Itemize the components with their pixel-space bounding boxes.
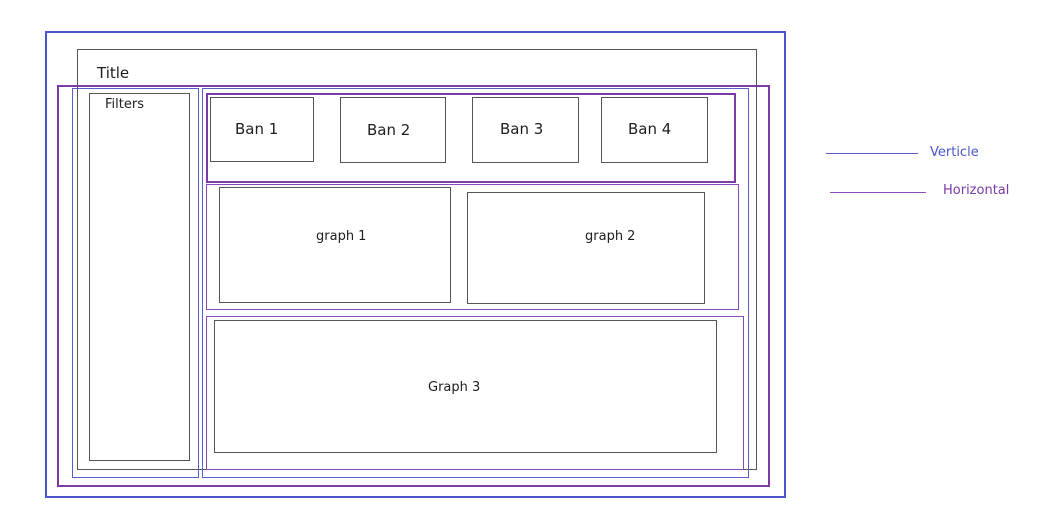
filters-panel xyxy=(89,93,190,461)
graph-1-label: graph 1 xyxy=(316,229,367,244)
graph-row-container xyxy=(206,184,739,310)
ban-4-box xyxy=(601,97,708,163)
ban-2-label: Ban 2 xyxy=(367,121,411,139)
ban-3-box xyxy=(472,97,579,163)
ban-1-box xyxy=(210,97,314,162)
legend-horizontal-label: Horizontal xyxy=(943,183,1010,198)
filters-vertical-container xyxy=(72,88,199,478)
ban-1-label: Ban 1 xyxy=(235,120,279,138)
graph-3-box xyxy=(214,320,717,453)
outer-vertical-container xyxy=(45,31,786,498)
ban-3-label: Ban 3 xyxy=(500,120,544,138)
graph-3-label: Graph 3 xyxy=(428,380,481,395)
legend-vertical-label: Verticle xyxy=(930,145,979,160)
page-title: Title xyxy=(97,64,130,82)
graph3-row-container xyxy=(206,316,744,470)
graph-2-box xyxy=(467,192,705,304)
legend-vertical-line xyxy=(826,153,918,154)
ban-row-container xyxy=(206,93,736,183)
graph-1-box xyxy=(219,187,451,303)
graph-2-label: graph 2 xyxy=(585,229,636,244)
ban-4-label: Ban 4 xyxy=(628,120,672,138)
main-vertical-container xyxy=(202,88,749,478)
legend-horizontal-line xyxy=(830,192,926,193)
ban-2-box xyxy=(340,97,446,163)
filters-label: Filters xyxy=(105,97,144,112)
body-horizontal-container xyxy=(57,85,770,487)
